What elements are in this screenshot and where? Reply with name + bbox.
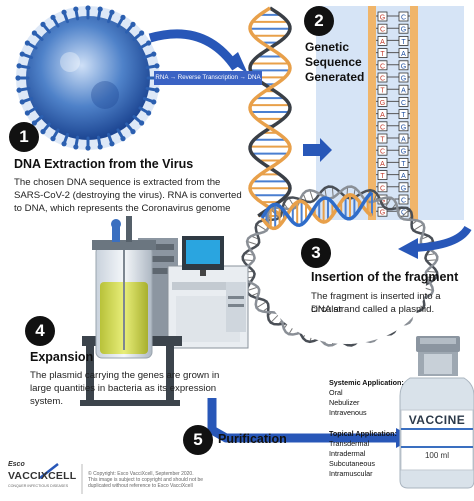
- systemic-heading: Systemic Application:: [329, 378, 404, 387]
- step-3-title: Insertion of the fragment: [311, 270, 459, 284]
- sequence-pair-letter: C: [401, 210, 406, 217]
- step-3-line-1: The fragment is inserted into a circular: [311, 291, 441, 315]
- arrow-right: [303, 138, 332, 162]
- step-4-title: Expansion: [30, 350, 94, 364]
- step-4-line-2: large quantities in bacteria as its expr…: [30, 383, 217, 394]
- sequence-pair-letter: C: [401, 198, 406, 205]
- step-1-line-3: to DNA, which represents the Coronavirus…: [14, 203, 231, 214]
- step-4-line-3: system.: [30, 396, 64, 407]
- arrow-virus-to-dna: [148, 29, 240, 71]
- logo-tagline: CONQUER INFECTIOUS DISEASES: [8, 484, 69, 488]
- sequence-letter: G: [380, 100, 385, 107]
- topical-heading: Topical Application:: [329, 429, 397, 438]
- sequence-letter: T: [380, 88, 385, 95]
- systemic-item: Intravenous: [329, 408, 367, 417]
- copyright-line-1: © Copyright: Esco VacciXcell, September …: [88, 471, 194, 477]
- arrow-to-insertion: [411, 225, 472, 252]
- vial-volume: 100 ml: [424, 451, 449, 460]
- sequence-letter: C: [380, 27, 385, 34]
- topical-item: Intradermal: [329, 449, 366, 458]
- step-4-badge: 4: [25, 316, 55, 346]
- logo-name: VACCIXCELL: [8, 470, 77, 482]
- step-5-title: Purification: [218, 432, 287, 446]
- sequence-letter: C: [380, 124, 385, 131]
- sequence-letter: G: [380, 198, 385, 205]
- virus-illustration: [15, 5, 161, 151]
- step-2-badge: 2: [304, 6, 334, 36]
- dna-helix-main: [248, 6, 292, 218]
- sequence-pair-letter: A: [401, 137, 406, 144]
- sequence-pair-letter: T: [401, 39, 406, 46]
- sequence-pair-letter: A: [401, 51, 406, 58]
- sequence-letter: C: [380, 63, 385, 70]
- step-1-badge: 1: [9, 122, 39, 152]
- topical-item: Intramuscular: [329, 469, 373, 478]
- vaccine-vial: [399, 336, 474, 489]
- step-2-title-line-2: Sequence: [305, 55, 362, 69]
- step-3-line-2: DNA strand called a plasmid.: [311, 304, 435, 315]
- sequence-pair-letter: G: [401, 63, 406, 70]
- step-1-line-1: The chosen DNA sequence is extracted fro…: [14, 177, 221, 188]
- bioreactor-equipment: [80, 216, 249, 406]
- sequence-letter: C: [380, 149, 385, 156]
- topical-item: Transdermal: [329, 439, 370, 448]
- sequence-pair-letter: G: [401, 27, 406, 34]
- sequence-letter: G: [380, 15, 385, 22]
- step-2-title-line-1: Genetic: [305, 40, 350, 54]
- step-3-badge: 3: [301, 238, 331, 268]
- systemic-item: Nebulizer: [329, 398, 360, 407]
- step-1-title: DNA Extraction from the Virus: [14, 157, 194, 171]
- sequence-letter: T: [380, 51, 385, 58]
- sequence-letter: T: [380, 137, 385, 144]
- step-4-line-1: The plasmid carrying the genes are grown…: [30, 370, 220, 381]
- copyright-line-2: This image is subject to copyright and s…: [88, 477, 204, 483]
- sequence-letter: C: [380, 185, 385, 192]
- sequence-pair-letter: C: [401, 100, 406, 107]
- sequence-letter: G: [380, 210, 385, 217]
- rt-banner: RNA → Reverse Transcription → DNA: [154, 71, 262, 85]
- logo-brand: Esco: [8, 461, 25, 468]
- sequence-pair-letter: G: [401, 185, 406, 192]
- vial-label: VACCINE: [408, 413, 466, 427]
- topical-item: Subcutaneous: [329, 459, 375, 468]
- sequence-letter: T: [380, 173, 385, 180]
- sequence-letter: A: [380, 161, 385, 168]
- step-5-badge: 5: [183, 425, 213, 455]
- copyright-line-3: duplicated without reference to Esco Vac…: [88, 483, 193, 489]
- sequence-pair-letter: A: [401, 88, 406, 95]
- step-2-title-line-3: Generated: [305, 70, 365, 84]
- sequence-pair-letter: T: [401, 112, 406, 119]
- sequence-pair-letter: G: [401, 149, 406, 156]
- sequence-pair-letter: A: [401, 173, 406, 180]
- sequence-letter: A: [380, 39, 385, 46]
- sequence-pair-letter: G: [401, 76, 406, 83]
- systemic-item: Oral: [329, 388, 343, 397]
- sequence-letter: C: [380, 76, 385, 83]
- step-1-line-2: SARS-CoV-2 (destroying the virus). RNA i…: [14, 190, 242, 201]
- dna-fragment: [260, 191, 374, 231]
- sequence-letter: A: [380, 112, 385, 119]
- arrow-to-purification: [207, 398, 398, 443]
- sequence-pair-letter: G: [401, 124, 406, 131]
- sequence-pair-letter: C: [401, 15, 406, 22]
- sequence-pair-letter: T: [401, 161, 406, 168]
- logo-mark: [39, 463, 59, 479]
